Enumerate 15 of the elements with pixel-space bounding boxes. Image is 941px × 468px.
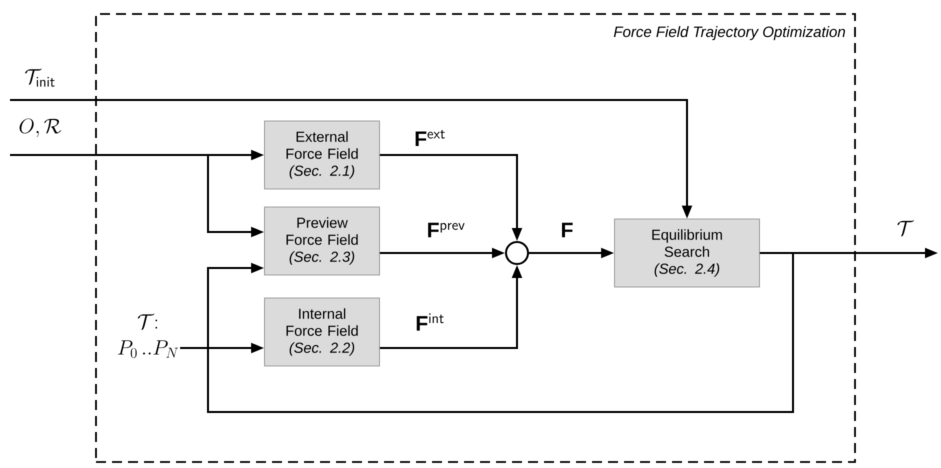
summing-circle <box>505 241 529 265</box>
process-box: Preview Force Field (Sec. 2.3) <box>264 206 380 276</box>
process-box: Equilibrium Search (Sec. 2.4) <box>614 218 760 288</box>
edge-label: $\mathbf{F}$ <box>562 222 573 238</box>
input-label: $\mathcal{T}\colon$ $P_0\,..P_N$ <box>118 314 178 358</box>
arrow <box>207 252 794 413</box>
edge-label: $\mathbf{F}^{\mathsf{prev}}$ <box>428 222 465 238</box>
process-box: External Force Field (Sec. 2.1) <box>264 120 380 190</box>
edge-label: $O,\mathcal{R}$ <box>20 118 62 138</box>
edge-label: $\mathbf{F}^{\mathsf{int}}$ <box>416 313 444 331</box>
frame-title: Force Field Trajectory Optimization <box>614 26 845 40</box>
process-box: Internal Force Field (Sec. 2.2) <box>264 298 380 366</box>
edge-label: $\mathcal{T}_{\mathsf{init}}$ <box>25 68 55 87</box>
edge-label: $\mathbf{F}^{\mathsf{ext}}$ <box>416 130 445 146</box>
edge-label: $\mathcal{T}$ <box>897 220 914 236</box>
